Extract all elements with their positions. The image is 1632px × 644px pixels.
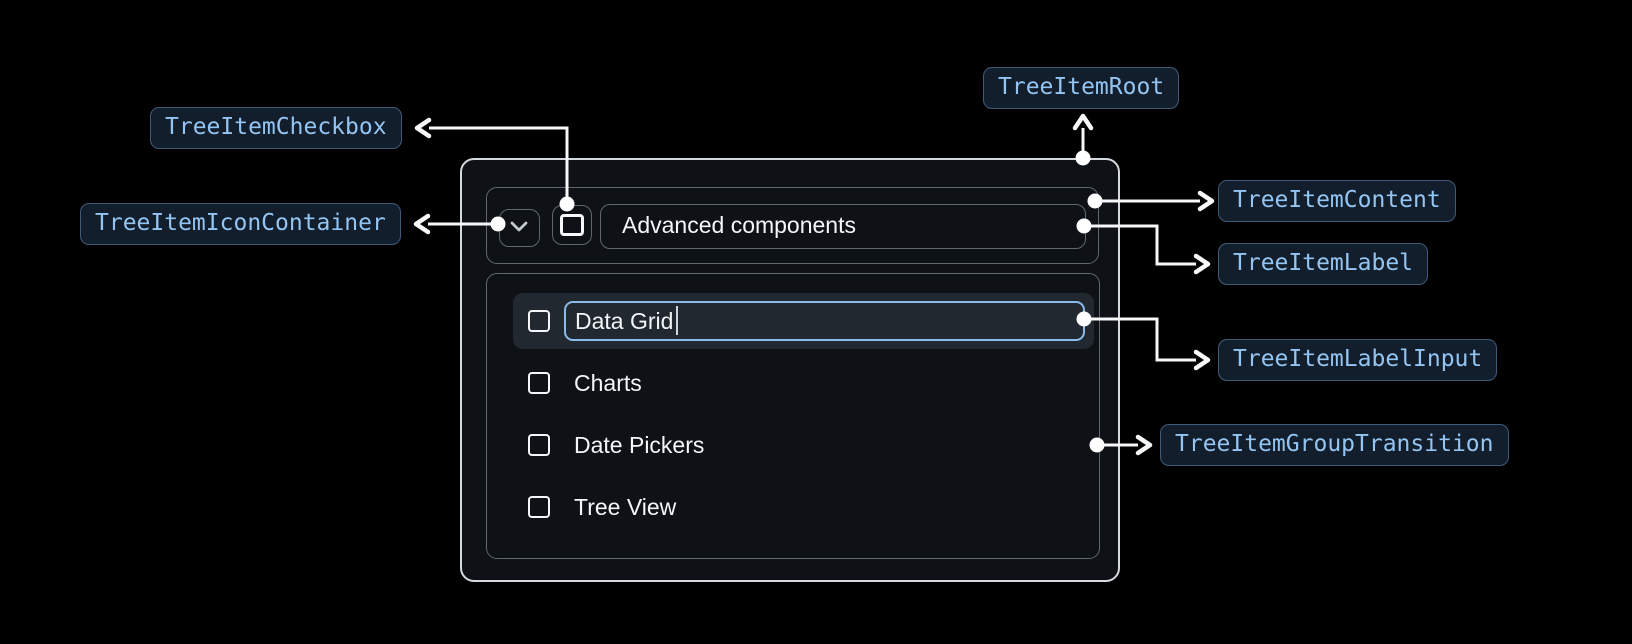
connector-content-arrowhead (1197, 190, 1215, 212)
badge-tree-item-icon-container: TreeItemIconContainer (80, 203, 401, 245)
tree-item-checkbox[interactable] (528, 372, 550, 394)
tree-item-label-text: Charts (574, 370, 642, 396)
tree-item-row[interactable]: Charts (513, 355, 1094, 411)
connector-checkbox-arrowhead (414, 117, 432, 139)
checkbox-unchecked-icon (560, 214, 584, 236)
tree-item-row[interactable]: Tree View (513, 479, 1094, 535)
tree-item-label-text: Date Pickers (574, 432, 705, 458)
connector-label-input-arrowhead (1193, 349, 1211, 371)
badge-tree-item-content: TreeItemContent (1218, 180, 1456, 222)
connector-group-arrowhead (1135, 434, 1153, 456)
tree-item-checkbox[interactable] (528, 310, 550, 332)
text-cursor (676, 306, 678, 335)
tree-item-label-text: Advanced components (622, 212, 856, 238)
tree-item-icon-container[interactable] (499, 209, 540, 247)
tree-item-content[interactable]: Advanced components (486, 187, 1099, 264)
tree-item-checkbox[interactable] (528, 496, 550, 518)
tree-item-row[interactable]: Date Pickers (513, 417, 1094, 473)
connector-root-arrowhead (1072, 113, 1094, 131)
badge-tree-item-label-input: TreeItemLabelInput (1218, 339, 1498, 381)
tree-item-root: Advanced components Charts Date Pickers … (460, 158, 1120, 582)
badge-tree-item-label: TreeItemLabel (1218, 243, 1429, 285)
tree-item-checkbox[interactable] (528, 434, 550, 456)
tree-item-label[interactable]: Advanced components (600, 204, 1086, 249)
tree-item-checkbox[interactable] (552, 205, 592, 245)
connector-icon-container-arrowhead (413, 213, 431, 235)
badge-tree-item-checkbox: TreeItemCheckbox (150, 107, 402, 149)
badge-tree-item-group-transition: TreeItemGroupTransition (1160, 424, 1509, 466)
tree-item-label-text: Tree View (574, 494, 677, 520)
tree-item-label-input[interactable] (564, 301, 1085, 341)
connector-label-arrowhead (1193, 253, 1211, 275)
badge-tree-item-root: TreeItemRoot (983, 67, 1180, 109)
tree-item-group-transition: Charts Date Pickers Tree View (486, 273, 1100, 559)
tree-item-row-editing[interactable] (513, 293, 1094, 349)
